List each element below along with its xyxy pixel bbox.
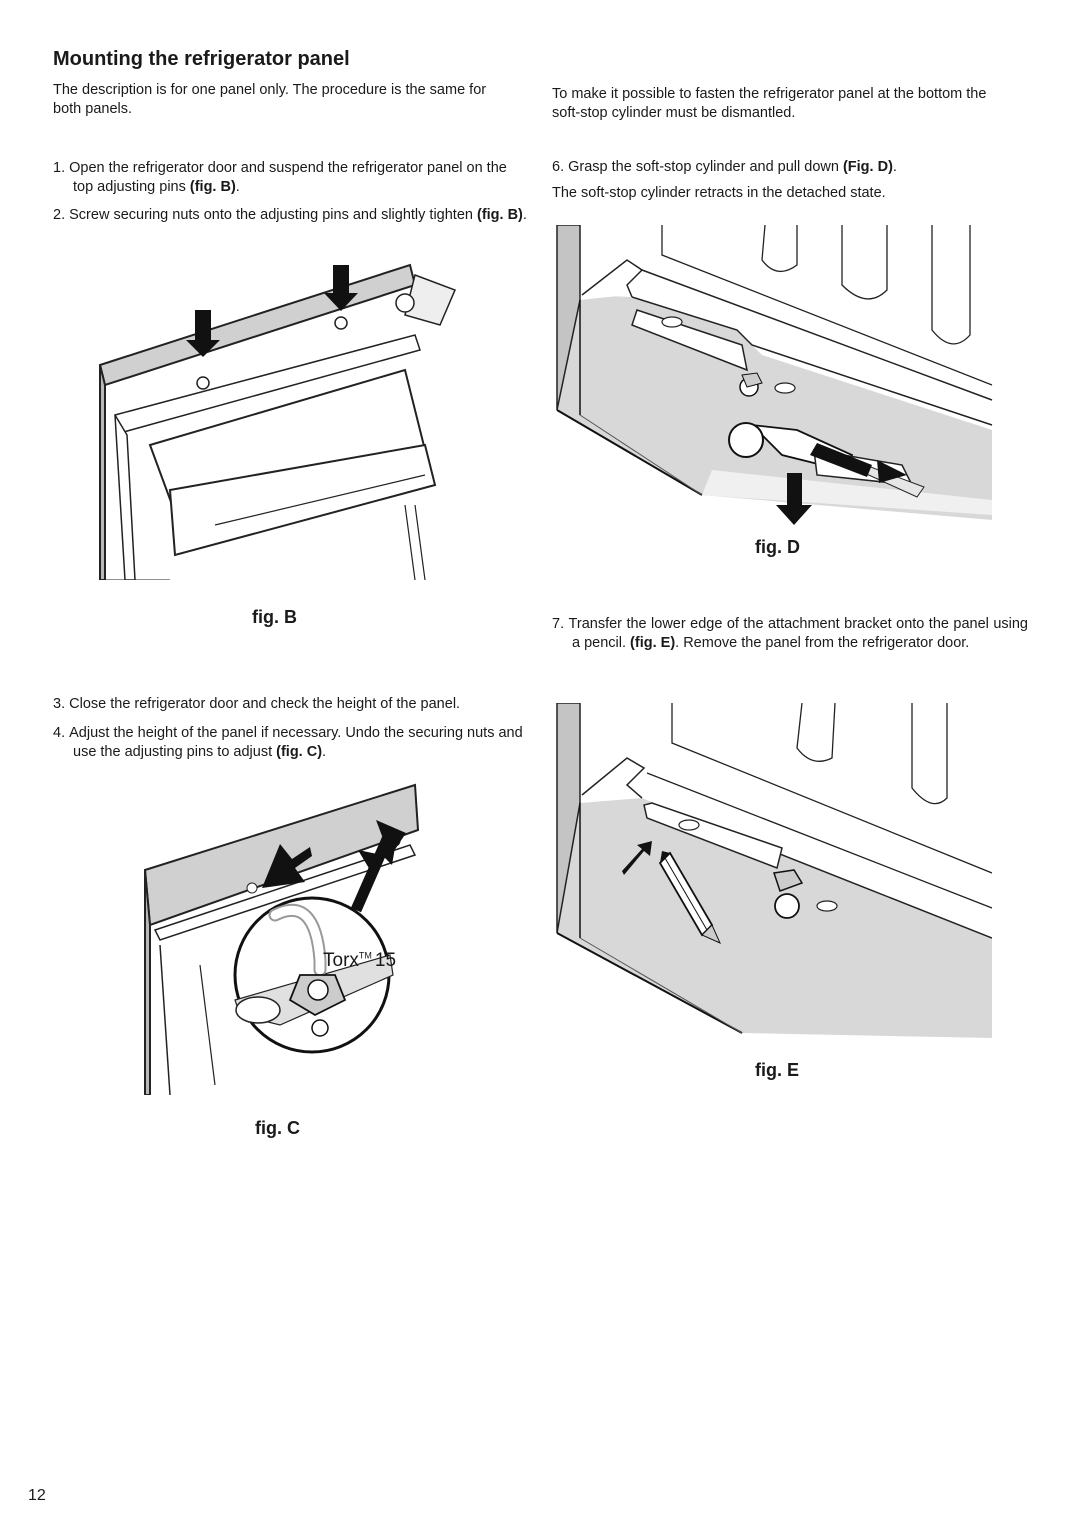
step-4-text: Adjust the height of the panel if necess… bbox=[69, 725, 523, 760]
step-6-number: 6. bbox=[552, 159, 565, 175]
figure-c-illustration bbox=[143, 783, 420, 1095]
step-3-text: Close the refrigerator door and check th… bbox=[69, 696, 461, 712]
step-6-text: Grasp the soft-stop cylinder and pull do… bbox=[568, 159, 843, 175]
figure-c-caption: fig. C bbox=[255, 1118, 300, 1138]
step-6-ref: (Fig. D) bbox=[842, 159, 893, 175]
step-1-number: 1. bbox=[53, 160, 66, 176]
step-7: 7. Transfer the lower edge of the attach… bbox=[552, 615, 1028, 652]
figure-e-caption: fig. E bbox=[755, 1060, 799, 1080]
torx-text: Torx bbox=[323, 950, 359, 971]
figure-e-illustration bbox=[556, 703, 992, 1038]
step-1: 1. Open the refrigerator door and suspen… bbox=[53, 159, 529, 196]
step-6-end: . bbox=[892, 159, 897, 175]
step-4-end: . bbox=[322, 743, 327, 760]
step-4-number: 4. bbox=[53, 725, 66, 741]
step-2-ref: (fig. B) bbox=[476, 207, 523, 223]
step-2-end: . bbox=[522, 207, 527, 223]
figure-d-illustration bbox=[556, 225, 993, 525]
torx-size: 15 bbox=[374, 950, 397, 971]
step-1-ref: (fig. B) bbox=[189, 178, 236, 195]
step-4: 4. Adjust the height of the panel if nec… bbox=[53, 724, 529, 761]
intro-paragraph: The description is for one panel only. T… bbox=[53, 82, 487, 117]
step-1-text: Open the refrigerator door and suspend t… bbox=[69, 160, 507, 195]
step-7-text: Transfer the lower edge of the attachmen… bbox=[568, 616, 1028, 651]
step-2: 2. Screw securing nuts onto the adjustin… bbox=[53, 206, 529, 225]
page-title: Mounting the refrigerator panel bbox=[53, 48, 350, 70]
page-number: 12 bbox=[28, 1487, 46, 1504]
step-2-number: 2. bbox=[53, 207, 66, 223]
step-7-number: 7. bbox=[552, 616, 565, 632]
right-intro-paragraph: To make it possible to fasten the refrig… bbox=[552, 86, 987, 121]
step-7-end: . Remove the panel from the refrigerator… bbox=[675, 634, 970, 651]
step-1-end: . bbox=[235, 178, 240, 195]
torx-tm: TM bbox=[358, 950, 372, 961]
step-6: 6. Grasp the soft-stop cylinder and pull… bbox=[552, 158, 1028, 177]
figure-d-caption: fig. D bbox=[755, 537, 800, 557]
step-7-ref: (fig. E) bbox=[630, 634, 676, 651]
figure-b-illustration bbox=[98, 263, 456, 580]
step-2-text: Screw securing nuts onto the adjusting p… bbox=[69, 207, 477, 223]
step-4-ref: (fig. C) bbox=[276, 743, 323, 760]
step-6-note: The soft-stop cylinder retracts in the d… bbox=[552, 185, 886, 201]
step-3: 3. Close the refrigerator door and check… bbox=[53, 695, 529, 714]
step-3-number: 3. bbox=[53, 696, 66, 712]
figure-b-caption: fig. B bbox=[252, 607, 297, 627]
